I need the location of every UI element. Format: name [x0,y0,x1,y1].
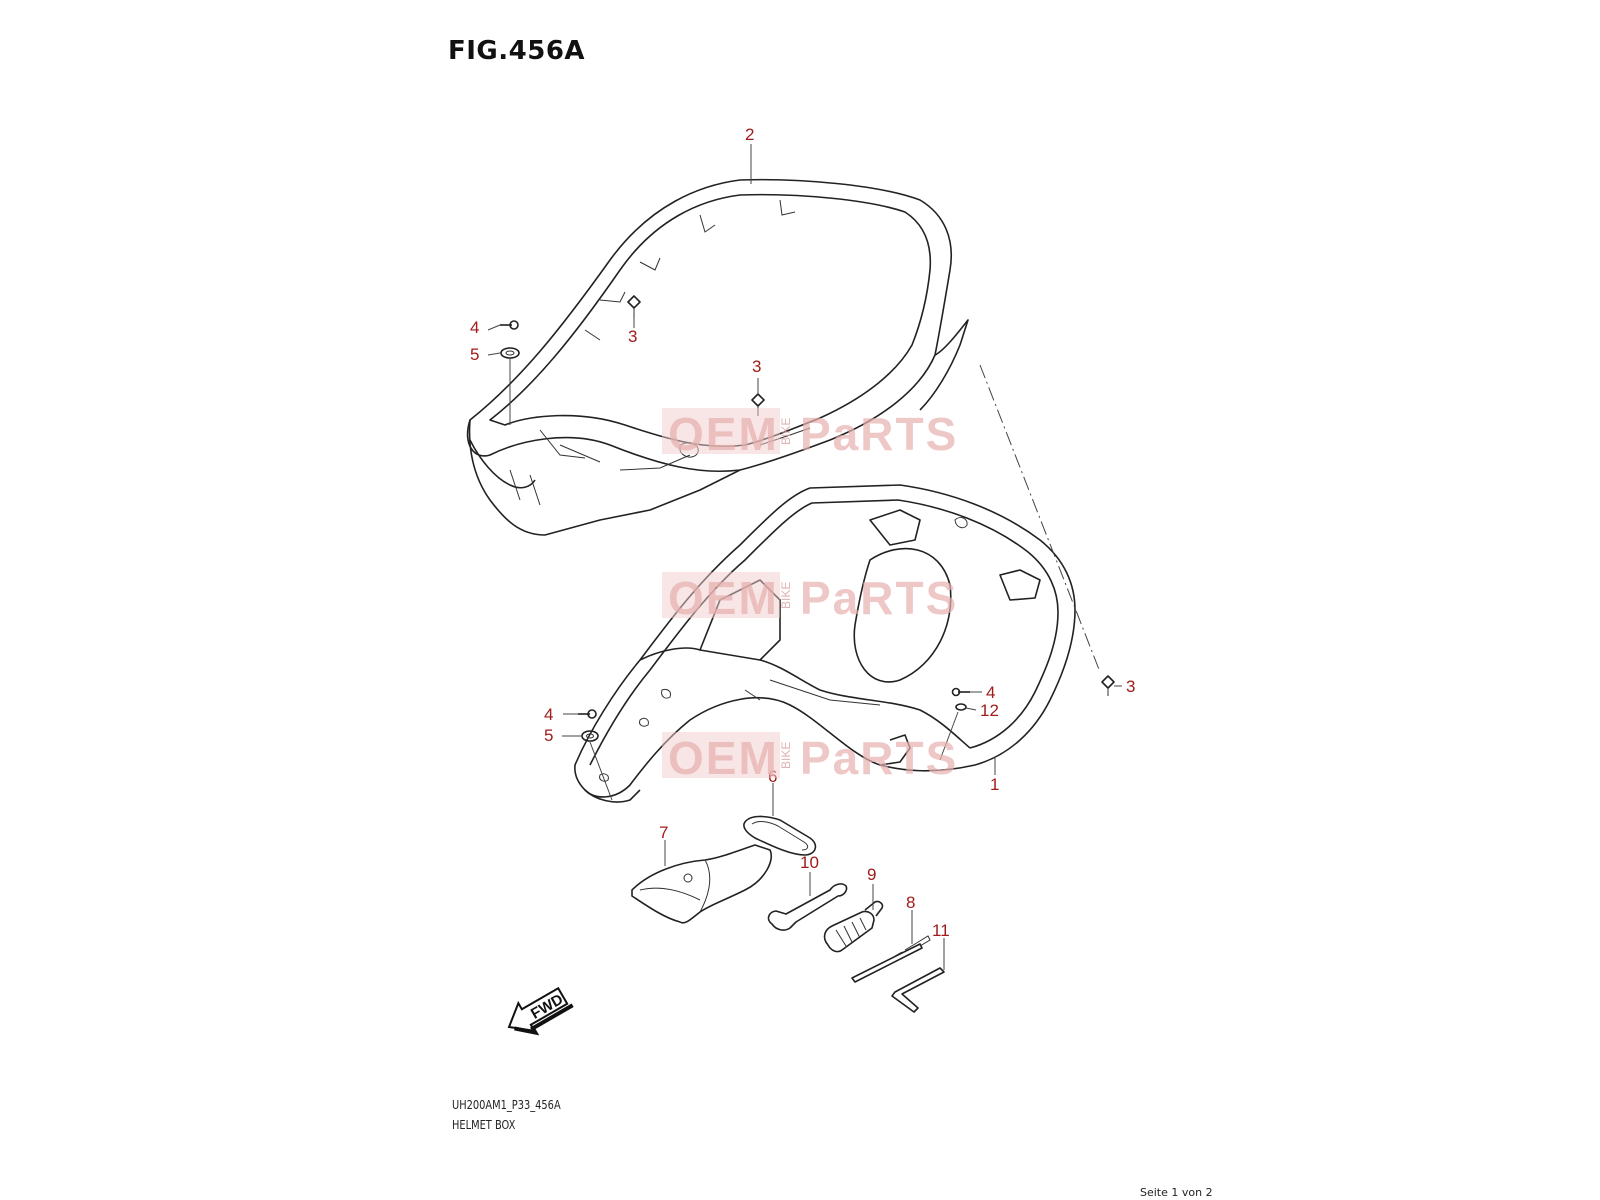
fwd-arrow-icon: FWD [507,986,574,1036]
watermark-top: OEM BIKE PaRTS [662,408,958,460]
callout-3-upper-left: 3 [628,327,637,346]
watermark-top-left: OEM [668,408,779,460]
watermark-bottom-middle: BIKE [779,742,793,769]
part-9-screwdriver[interactable] [823,900,884,953]
fastener-washer-5-left[interactable] [581,730,599,742]
callout-4-left: 4 [544,705,553,724]
part-6-band[interactable] [743,815,817,856]
watermark-top-middle: BIKE [779,418,793,445]
figure-title: FIG.456A [448,36,586,66]
callout-9: 9 [867,865,876,884]
part-7-tool-bag[interactable] [631,844,772,924]
watermark-middle: OEM BIKE PaRTS [662,572,958,624]
callout-12: 12 [980,701,999,720]
callout-5-left: 5 [544,726,553,745]
callout-7: 7 [659,823,668,842]
figure-caption: HELMET BOX [452,1118,516,1132]
watermark-bottom-left: OEM [668,732,779,784]
page-indicator: Seite 1 von 2 [1140,1186,1213,1199]
watermark-middle-right: PaRTS [800,572,958,624]
fastener-washer-5-top[interactable] [500,347,520,359]
fastener-screw-3-c[interactable] [1101,675,1115,696]
watermark-top-right: PaRTS [800,408,958,460]
part-8-screwdriver-shaft[interactable] [851,935,931,983]
part-11-hex-key[interactable] [891,967,945,1013]
part-1-helmet-box[interactable] [574,484,1076,803]
callout-4-right: 4 [986,683,995,702]
callout-2: 2 [745,125,754,144]
part-10-wrench[interactable] [767,883,848,931]
model-code: UH200AM1_P33_456A [452,1098,561,1112]
watermark-bottom-right: PaRTS [800,732,958,784]
callout-3-right: 3 [1126,677,1135,696]
callout-10: 10 [800,853,819,872]
callout-11: 11 [932,921,950,940]
watermark-middle-left: OEM [668,572,779,624]
fastener-bolt-4-right[interactable] [951,687,971,697]
fastener-bolt-4-left[interactable] [578,709,597,719]
alignment-line [979,364,1101,673]
callout-3-upper-center: 3 [752,357,761,376]
part-2-upper-frame[interactable] [466,178,969,536]
watermark-bottom: OEM BIKE PaRTS [662,732,958,784]
leader-lines [487,144,1122,970]
watermark-middle-middle: BIKE [779,582,793,609]
callout-8: 8 [906,893,915,912]
callout-1: 1 [990,775,999,794]
fastener-bolt-4-top[interactable] [500,320,519,330]
callout-4-upper: 4 [470,318,479,337]
fastener-screw-3-a[interactable] [627,295,641,318]
callout-5-upper: 5 [470,345,479,364]
fastener-washer-12[interactable] [955,703,967,711]
